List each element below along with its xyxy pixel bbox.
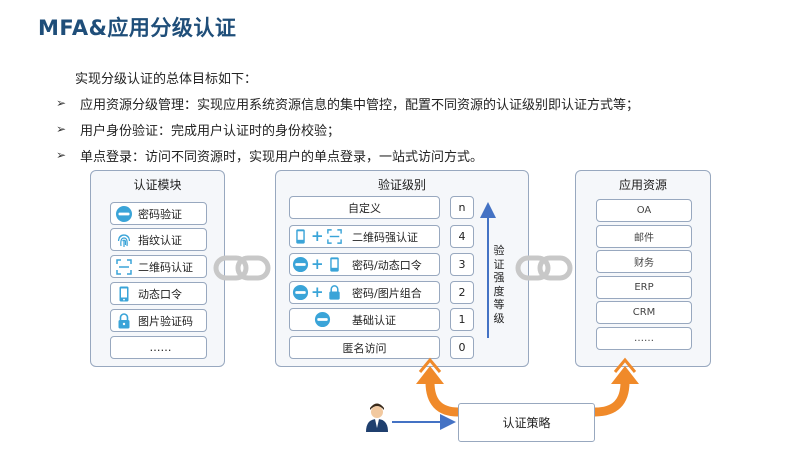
level-icon-group (292, 311, 352, 328)
level-number-text: 0 (458, 341, 466, 354)
level-number: 2 (450, 281, 474, 304)
resource-label: 邮件 (634, 233, 654, 244)
auth-method-label: 指纹认证 (138, 233, 182, 247)
goal-item: ➢ 用户身份验证：完成用户认证时的身份校验； (56, 116, 639, 142)
policy-to-resources-arrow (594, 357, 639, 417)
auth-method-label: 图片验证码 (138, 314, 193, 328)
password-icon (292, 256, 309, 273)
qr-scan-icon (326, 229, 342, 244)
level-number: 3 (450, 253, 474, 276)
bullet-arrow-icon: ➢ (56, 96, 67, 110)
qr-scan-icon (115, 258, 133, 276)
chain-link-icon (515, 255, 573, 281)
auth-method-label: …… (149, 341, 172, 354)
plus-icon: + (311, 255, 324, 273)
level-icon-group: + (292, 256, 352, 273)
auth-method-label: 密码验证 (138, 207, 182, 221)
level-label: 二维码强认证 (352, 230, 418, 244)
level-row-qr-strong: + 二维码强认证 (289, 225, 440, 248)
resource-label: ERP (634, 282, 654, 293)
auth-method-password: 密码验证 (110, 202, 207, 225)
level-icon-group: + (292, 228, 352, 245)
level-label: 基础认证 (352, 313, 396, 327)
level-number: 1 (450, 308, 474, 331)
app-resources-panel: 应用资源 OA 邮件 财务 ERP CRM …… (575, 170, 711, 367)
phone-token-icon (115, 285, 133, 303)
resource-label: …… (634, 333, 654, 344)
auth-method-dynamic-token: 动态口令 (110, 282, 207, 305)
level-number-text: 1 (458, 313, 466, 326)
page-title: MFA&应用分级认证 (38, 16, 237, 40)
auth-module-title: 认证模块 (133, 178, 182, 192)
resource-item: …… (596, 327, 692, 350)
level-number-text: n (458, 201, 466, 214)
goal-item: ➢ 应用资源分级管理：实现应用系统资源信息的集中管控，配置不同资源的认证级别即认… (56, 90, 639, 116)
level-row-basic: 基础认证 (289, 308, 440, 331)
auth-method-label: 动态口令 (138, 287, 182, 301)
fingerprint-icon (115, 231, 133, 249)
plus-icon: + (311, 227, 324, 245)
auth-method-image-captcha: 图片验证码 (110, 309, 207, 332)
app-resources-title: 应用资源 (618, 178, 667, 192)
goal-text: 单点登录：访问不同资源时，实现用户的单点登录，一站式访问方式。 (80, 149, 484, 165)
lock-icon (328, 285, 340, 300)
resource-item: OA (596, 199, 692, 222)
lock-icon (115, 312, 133, 330)
goal-list: ➢ 应用资源分级管理：实现应用系统资源信息的集中管控，配置不同资源的认证级别即认… (56, 90, 639, 168)
resource-label: OA (636, 205, 652, 216)
resource-item: ERP (596, 276, 692, 299)
auth-method-label: 二维码认证 (138, 260, 193, 274)
auth-method-fingerprint: 指纹认证 (110, 228, 207, 251)
resource-label: CRM (632, 307, 656, 318)
auth-levels-title: 验证级别 (377, 178, 426, 192)
resource-item: 财务 (596, 250, 692, 273)
chain-link-icon (213, 255, 271, 281)
resource-label: 财务 (634, 258, 654, 269)
policy-to-levels-arrow (416, 357, 459, 417)
resource-item: 邮件 (596, 225, 692, 248)
level-row-password-token: + 密码/动态口令 (289, 253, 440, 276)
auth-module-panel: 认证模块 密码验证 指纹认证 二维码认证 动态口令 图片验证码 …… (90, 170, 225, 367)
goal-text: 应用资源分级管理：实现应用系统资源信息的集中管控，配置不同资源的认证级别即认证方… (80, 97, 640, 113)
level-number: 4 (450, 225, 474, 248)
strength-axis-label: 验证强度等级 (493, 244, 505, 325)
auth-policy-box: 认证策略 (458, 403, 595, 442)
level-label: 匿名访问 (342, 341, 387, 355)
goal-item: ➢ 单点登录：访问不同资源时，实现用户的单点登录，一站式访问方式。 (56, 142, 639, 168)
level-row-anonymous: 匿名访问 (289, 336, 440, 359)
user-icon (366, 403, 388, 432)
auth-method-qr: 二维码认证 (110, 255, 207, 278)
password-icon (115, 205, 133, 223)
auth-levels-panel: 验证级别 自定义 n + 二维码强认证 4 + 密码/动态口令 3 + 密码/ (275, 170, 529, 367)
level-row-password-image: + 密码/图片组合 (289, 281, 440, 304)
level-number-text: 2 (458, 286, 466, 299)
level-number-text: 3 (458, 258, 466, 271)
phone-token-icon (296, 229, 305, 244)
plus-icon: + (311, 283, 324, 301)
bullet-arrow-icon: ➢ (56, 148, 67, 162)
level-label: 自定义 (348, 201, 381, 215)
level-number: 0 (450, 336, 474, 359)
auth-policy-label: 认证策略 (502, 416, 551, 430)
bullet-arrow-icon: ➢ (56, 122, 67, 136)
resource-item: CRM (596, 301, 692, 324)
level-label: 密码/动态口令 (352, 258, 422, 272)
password-icon (292, 284, 309, 301)
level-label: 密码/图片组合 (352, 286, 422, 300)
level-icon-group: + (292, 284, 352, 301)
goal-text: 用户身份验证：完成用户认证时的身份校验； (80, 123, 341, 139)
phone-token-icon (329, 257, 339, 272)
auth-method-more: …… (110, 336, 207, 359)
level-row-custom: 自定义 (289, 196, 440, 219)
level-number-text: 4 (458, 230, 466, 243)
intro-text: 实现分级认证的总体目标如下： (75, 72, 258, 87)
password-icon (314, 311, 330, 328)
level-number: n (450, 196, 474, 219)
